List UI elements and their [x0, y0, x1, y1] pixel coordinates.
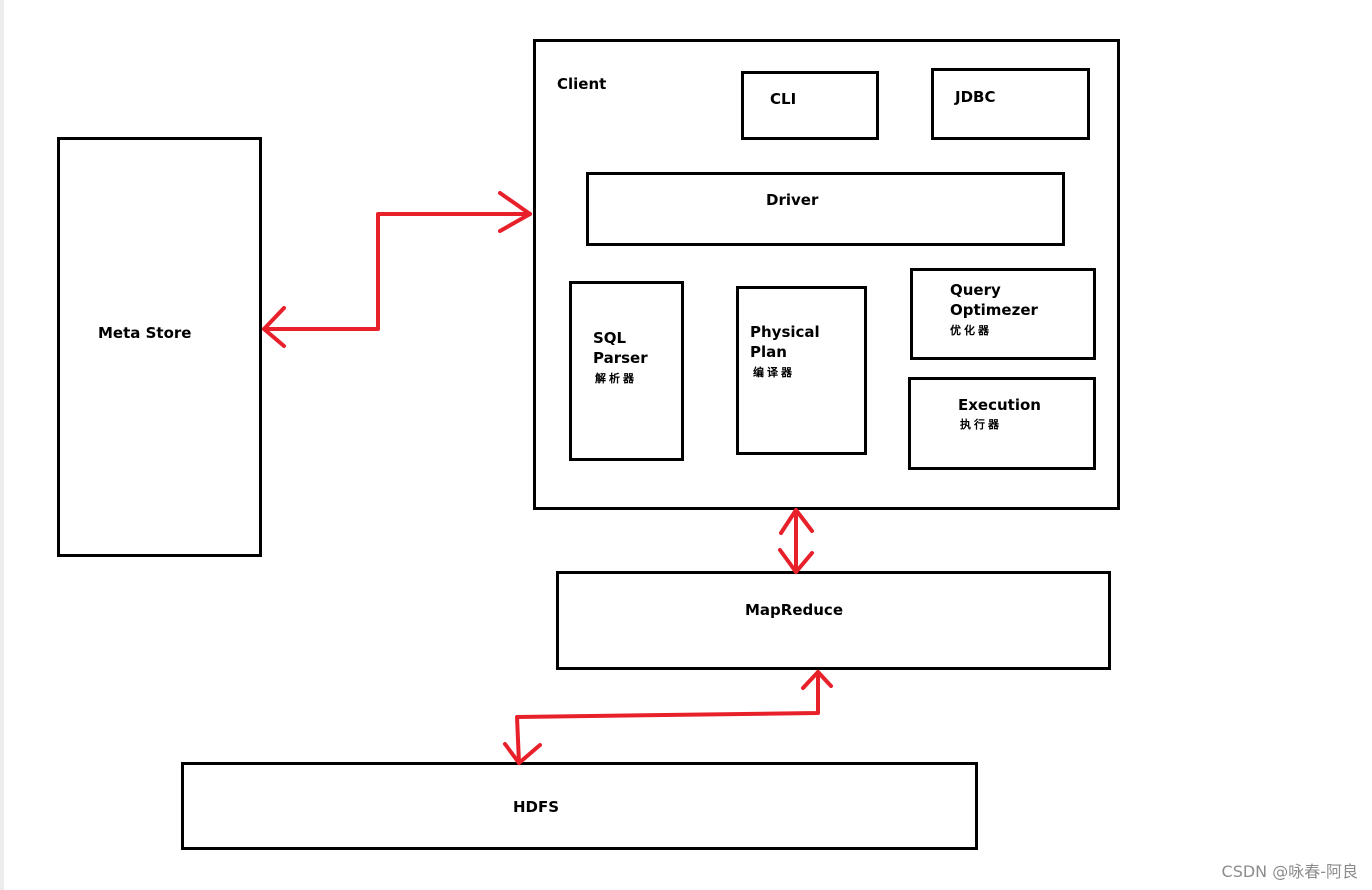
cli-box — [741, 71, 879, 140]
arrowhead-to-client-from-mr — [779, 508, 814, 535]
physical-plan-line-2: Plan — [750, 343, 787, 361]
driver-label: Driver — [766, 191, 819, 209]
client-label: Client — [557, 75, 607, 93]
mapreduce-label: MapReduce — [745, 601, 843, 619]
meta-store-box — [57, 137, 262, 557]
physical-plan-line-1: Physical — [750, 323, 820, 341]
sql-parser-line-2: Parser — [593, 349, 648, 367]
page-edge-strip — [0, 0, 4, 890]
hdfs-label: HDFS — [513, 798, 560, 816]
physical-plan-box — [736, 286, 867, 455]
sql-parser-box — [569, 281, 684, 461]
physical-plan-label: Physical Plan — [750, 322, 820, 362]
arrowhead-to-mapreduce-from-hdfs — [801, 670, 833, 690]
execution-cn-label: 执行器 — [960, 418, 1002, 431]
cli-label: CLI — [770, 90, 797, 108]
query-optimizer-label: Query Optimezer — [950, 280, 1038, 320]
query-optimizer-line-2: Optimezer — [950, 301, 1038, 319]
meta-store-label: Meta Store — [98, 324, 192, 342]
csdn-watermark: CSDN @咏春-阿良 — [1221, 862, 1358, 881]
execution-box — [908, 377, 1096, 470]
driver-box — [586, 172, 1065, 246]
query-optimizer-cn-label: 优化器 — [950, 324, 992, 337]
mapreduce-box — [556, 571, 1111, 670]
execution-label: Execution — [958, 396, 1041, 414]
physical-plan-cn-label: 编译器 — [753, 366, 795, 379]
jdbc-box — [931, 68, 1090, 140]
sql-parser-cn-label: 解析器 — [595, 372, 637, 385]
arrowhead-to-hdfs — [503, 742, 542, 765]
hdfs-box — [181, 762, 978, 850]
sql-parser-label: SQL Parser — [593, 328, 648, 368]
arrowhead-to-client — [498, 191, 532, 233]
arrowhead-to-metastore — [262, 306, 286, 348]
metastore-client-connector — [262, 212, 532, 331]
query-optimizer-line-1: Query — [950, 281, 1001, 299]
mapreduce-hdfs-connector — [515, 670, 820, 765]
query-optimizer-box — [910, 268, 1096, 360]
arrowhead-to-mapreduce — [778, 548, 814, 574]
jdbc-label: JDBC — [955, 88, 996, 106]
sql-parser-line-1: SQL — [593, 329, 627, 347]
